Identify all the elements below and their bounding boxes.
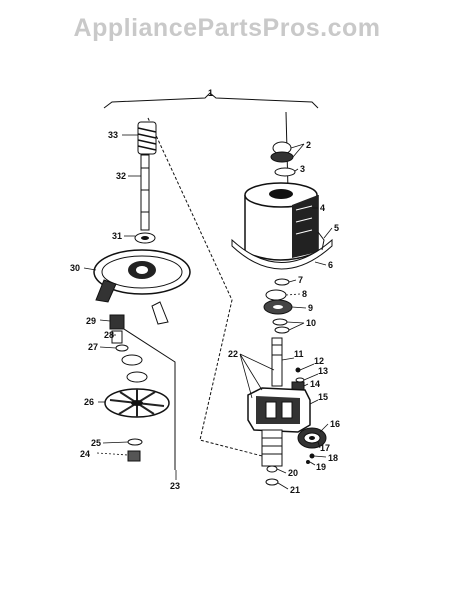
part-32-shaft [140, 154, 150, 231]
part-12-pin [295, 367, 301, 373]
left-parts-stack [93, 121, 191, 462]
seal-ring-lower [126, 371, 148, 383]
callout-20: 20 [288, 468, 298, 478]
callout-11: 11 [294, 349, 304, 359]
callout-6: 6 [328, 260, 333, 270]
callout-24: 24 [80, 449, 90, 459]
callout-30: 30 [70, 263, 80, 273]
part-19-pin [306, 460, 310, 464]
assembly-connector-line [147, 117, 271, 459]
leader-lines [83, 134, 333, 490]
callout-33: 33 [108, 130, 118, 140]
callout-10: 10 [306, 318, 316, 328]
part-10-ring [272, 318, 288, 326]
callout-19: 19 [316, 462, 326, 472]
callout-15: 15 [318, 392, 328, 402]
part-21-washer [265, 478, 279, 486]
right-parts-stack [231, 141, 333, 486]
part-11-shaft [271, 337, 283, 387]
part-30-housing [93, 249, 191, 325]
part-29-coupling [109, 314, 125, 330]
seal-ring [121, 354, 143, 366]
part-26-impeller [104, 388, 170, 418]
part-20-washer [266, 465, 278, 473]
callout-4: 4 [320, 203, 325, 213]
callout-31: 31 [112, 231, 122, 241]
callout-28: 28 [104, 330, 114, 340]
part-28-bushing [111, 330, 123, 344]
housing-bracket [95, 279, 117, 303]
callout-9: 9 [308, 303, 313, 313]
callout-25: 25 [91, 438, 101, 448]
part-10-ring-lower [274, 326, 290, 334]
part-5-clip [317, 231, 325, 251]
callout-3: 3 [300, 164, 305, 174]
part-4-motor-housing [231, 182, 333, 270]
part-3-ring [274, 167, 296, 177]
part-6-flange [231, 238, 333, 270]
callout-27: 27 [88, 342, 98, 352]
callout-18: 18 [328, 453, 338, 463]
callout-26: 26 [84, 397, 94, 407]
part-27-washer [115, 344, 129, 352]
part-25-washer [127, 438, 143, 446]
callout-14: 14 [310, 379, 320, 389]
callout-23: 23 [170, 481, 180, 491]
callout-8: 8 [302, 289, 307, 299]
part-22-transmission [247, 387, 311, 467]
callout-7: 7 [298, 275, 303, 285]
part-7-washer [274, 278, 290, 286]
part-8-bearing [265, 289, 287, 301]
callout-29: 29 [86, 316, 96, 326]
callout-13: 13 [318, 366, 328, 376]
callout-5: 5 [334, 223, 339, 233]
part-9-bearing [263, 299, 293, 315]
callout-2: 2 [306, 140, 311, 150]
callout-17: 17 [320, 443, 330, 453]
watermark-text: AppliancePartsPros.com [73, 14, 381, 42]
part-18-pin [309, 453, 315, 459]
callout-21: 21 [290, 485, 300, 495]
part-16-gear [297, 427, 327, 449]
part-13-washer [295, 377, 305, 383]
part-31-bearing [134, 232, 156, 244]
callout-22: 22 [228, 349, 238, 359]
assembly-bracket [103, 92, 319, 109]
callout-32: 32 [116, 171, 126, 181]
part-33-spring [137, 121, 157, 155]
lower-connector-line [109, 319, 176, 470]
callout-16: 16 [330, 419, 340, 429]
callout-12: 12 [314, 356, 324, 366]
part-2-cap [270, 141, 294, 163]
callout-labels: 1 2 3 4 5 6 7 8 9 10 11 12 13 14 15 16 1… [70, 88, 340, 495]
part-24-nut [127, 450, 141, 462]
callout-1: 1 [208, 88, 213, 98]
